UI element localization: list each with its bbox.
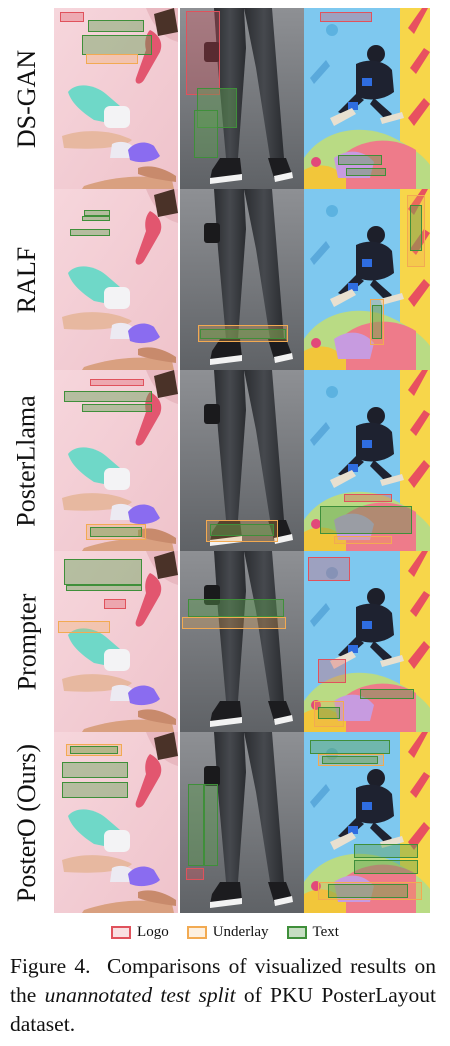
posterllama-jeans-sample bbox=[180, 370, 304, 551]
logo-box bbox=[104, 599, 126, 609]
underlay-box bbox=[86, 54, 138, 64]
image-grid bbox=[54, 8, 430, 914]
legend-label-underlay: Underlay bbox=[212, 923, 269, 940]
text-box bbox=[64, 391, 152, 402]
text-box bbox=[84, 210, 110, 216]
text-box bbox=[204, 784, 218, 866]
text-box bbox=[64, 559, 142, 585]
underlay-box bbox=[370, 299, 384, 345]
legend-label-text: Text bbox=[312, 923, 339, 940]
figure-caption: Figure 4. Comparisons of visualized resu… bbox=[10, 952, 436, 1039]
ds-gan-pink-sample bbox=[54, 8, 178, 189]
logo-box bbox=[308, 557, 350, 581]
text-box bbox=[82, 216, 110, 221]
underlay-box bbox=[206, 520, 278, 542]
text-box bbox=[338, 155, 382, 165]
ralf-skater-sample bbox=[304, 189, 430, 370]
row-label-ds-gan: DS-GAN bbox=[12, 49, 42, 148]
text-box bbox=[354, 844, 418, 858]
row-label-ralf: RALF bbox=[12, 246, 41, 313]
legend: Logo Underlay Text bbox=[0, 920, 450, 944]
postero-pink-sample bbox=[54, 732, 178, 914]
text-box bbox=[88, 20, 144, 32]
underlay-box bbox=[318, 882, 422, 900]
ds-gan-jeans-sample bbox=[180, 8, 304, 189]
row-label-prompter: Prompter bbox=[12, 593, 42, 690]
jeans-product-image bbox=[180, 189, 304, 370]
logo-swatch bbox=[111, 925, 132, 939]
text-box bbox=[188, 784, 204, 866]
text-box bbox=[346, 168, 386, 176]
text-box bbox=[318, 707, 340, 719]
ralf-jeans-sample bbox=[180, 189, 304, 370]
text-box bbox=[310, 740, 390, 754]
legend-item-text: Text bbox=[286, 923, 339, 941]
text-box bbox=[90, 527, 142, 537]
logo-box bbox=[344, 494, 392, 502]
underlay-box bbox=[58, 621, 110, 633]
text-box bbox=[82, 404, 152, 412]
prompter-pink-sample bbox=[54, 551, 178, 732]
logo-box bbox=[186, 868, 204, 880]
text-box bbox=[70, 746, 118, 754]
text-box bbox=[194, 110, 218, 158]
postero-jeans-sample bbox=[180, 732, 304, 914]
logo-box bbox=[90, 379, 144, 386]
prompter-jeans-sample bbox=[180, 551, 304, 732]
posterllama-pink-sample bbox=[54, 370, 178, 551]
legend-item-logo: Logo bbox=[111, 924, 169, 941]
text-box bbox=[210, 524, 274, 536]
text-box bbox=[410, 205, 422, 251]
pink-product-image bbox=[54, 189, 178, 370]
ds-gan-skater-sample bbox=[304, 8, 430, 189]
pink-product-image bbox=[54, 732, 178, 913]
text-box bbox=[66, 585, 142, 591]
prompter-skater-sample bbox=[304, 551, 430, 732]
logo-box bbox=[186, 11, 220, 95]
posterllama-skater-sample bbox=[304, 370, 430, 551]
logo-box bbox=[320, 12, 372, 22]
underlay-box bbox=[407, 195, 425, 267]
text-box bbox=[82, 35, 152, 55]
underlay-box bbox=[182, 617, 286, 629]
text-box bbox=[360, 689, 414, 699]
text-box bbox=[188, 599, 284, 617]
text-box bbox=[320, 506, 412, 534]
caption-text-after: of PKU PosterLayout dataset. bbox=[10, 983, 436, 1036]
text-box bbox=[322, 756, 378, 764]
text-box bbox=[70, 229, 110, 236]
row-label-posterllama: PosterLlama bbox=[12, 394, 42, 527]
legend-item-underlay: Underlay bbox=[186, 923, 269, 941]
postero-skater-sample bbox=[304, 732, 430, 914]
jeans-product-image bbox=[180, 551, 304, 732]
text-box bbox=[328, 884, 408, 898]
text-box bbox=[354, 860, 418, 874]
caption-emphasis: unannotated test split bbox=[44, 983, 236, 1007]
ralf-pink-sample bbox=[54, 189, 178, 370]
text-box bbox=[372, 305, 382, 339]
text-swatch bbox=[286, 925, 307, 939]
caption-text-before: Comparisons of visualized results on the bbox=[10, 954, 437, 1007]
caption-label: Figure 4. bbox=[10, 954, 91, 978]
row-label-postero: PosterO (Ours) bbox=[12, 743, 41, 903]
text-box bbox=[62, 782, 128, 798]
text-box bbox=[200, 329, 286, 339]
legend-label-logo: Logo bbox=[137, 923, 169, 940]
underlay-box bbox=[334, 536, 392, 544]
logo-box bbox=[60, 12, 84, 22]
logo-box bbox=[318, 659, 346, 683]
underlay-swatch bbox=[186, 925, 207, 939]
text-box bbox=[62, 762, 128, 778]
